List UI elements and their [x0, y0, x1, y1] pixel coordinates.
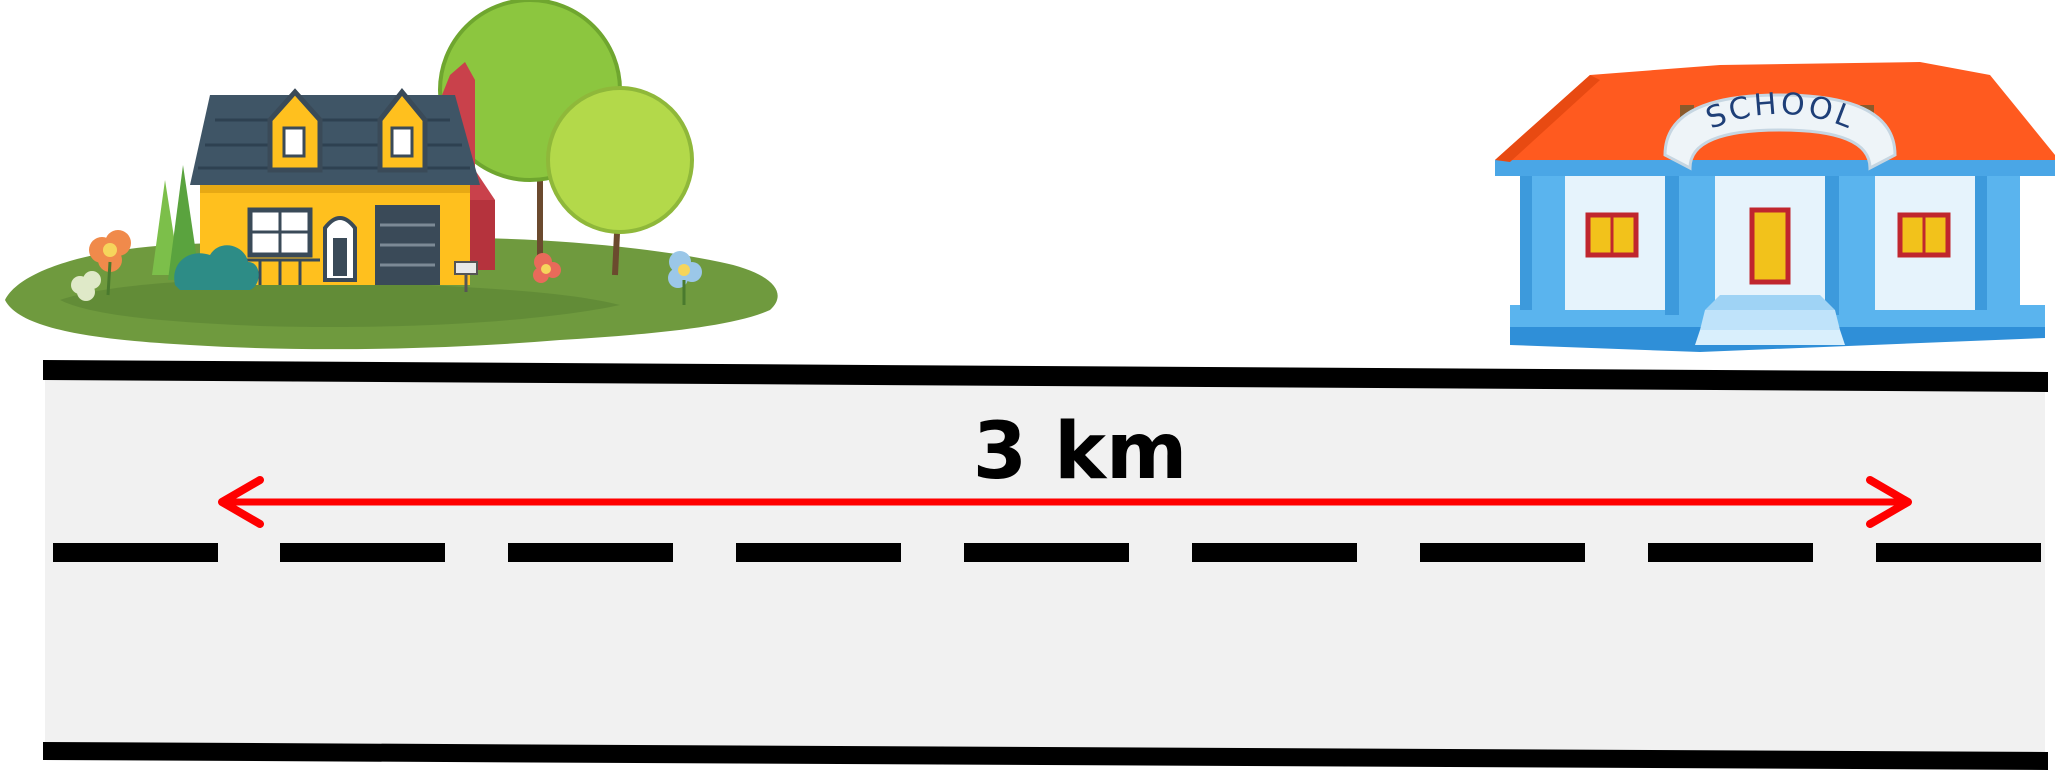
road-bottom-edge	[43, 742, 2048, 770]
road-surface	[45, 370, 2045, 758]
lane-dash	[1876, 543, 2041, 562]
lane-dash	[1648, 543, 1813, 562]
lane-dash	[280, 543, 445, 562]
arrowhead-right-icon	[1866, 476, 1912, 528]
house-icon	[5, 0, 778, 350]
lane-markings	[53, 543, 2041, 562]
lane-dash	[1420, 543, 1585, 562]
arrowhead-left-icon	[218, 476, 264, 528]
distance-arrow	[218, 476, 1912, 528]
lane-dash	[964, 543, 1129, 562]
lane-dash	[736, 543, 901, 562]
school-icon: SCHOOL	[1495, 62, 2055, 352]
road	[43, 360, 2048, 770]
distance-label: 3 km	[973, 407, 1188, 497]
lane-dash	[53, 543, 218, 562]
road-top-edge	[43, 360, 2048, 392]
lane-dash	[508, 543, 673, 562]
lane-dash	[1192, 543, 1357, 562]
